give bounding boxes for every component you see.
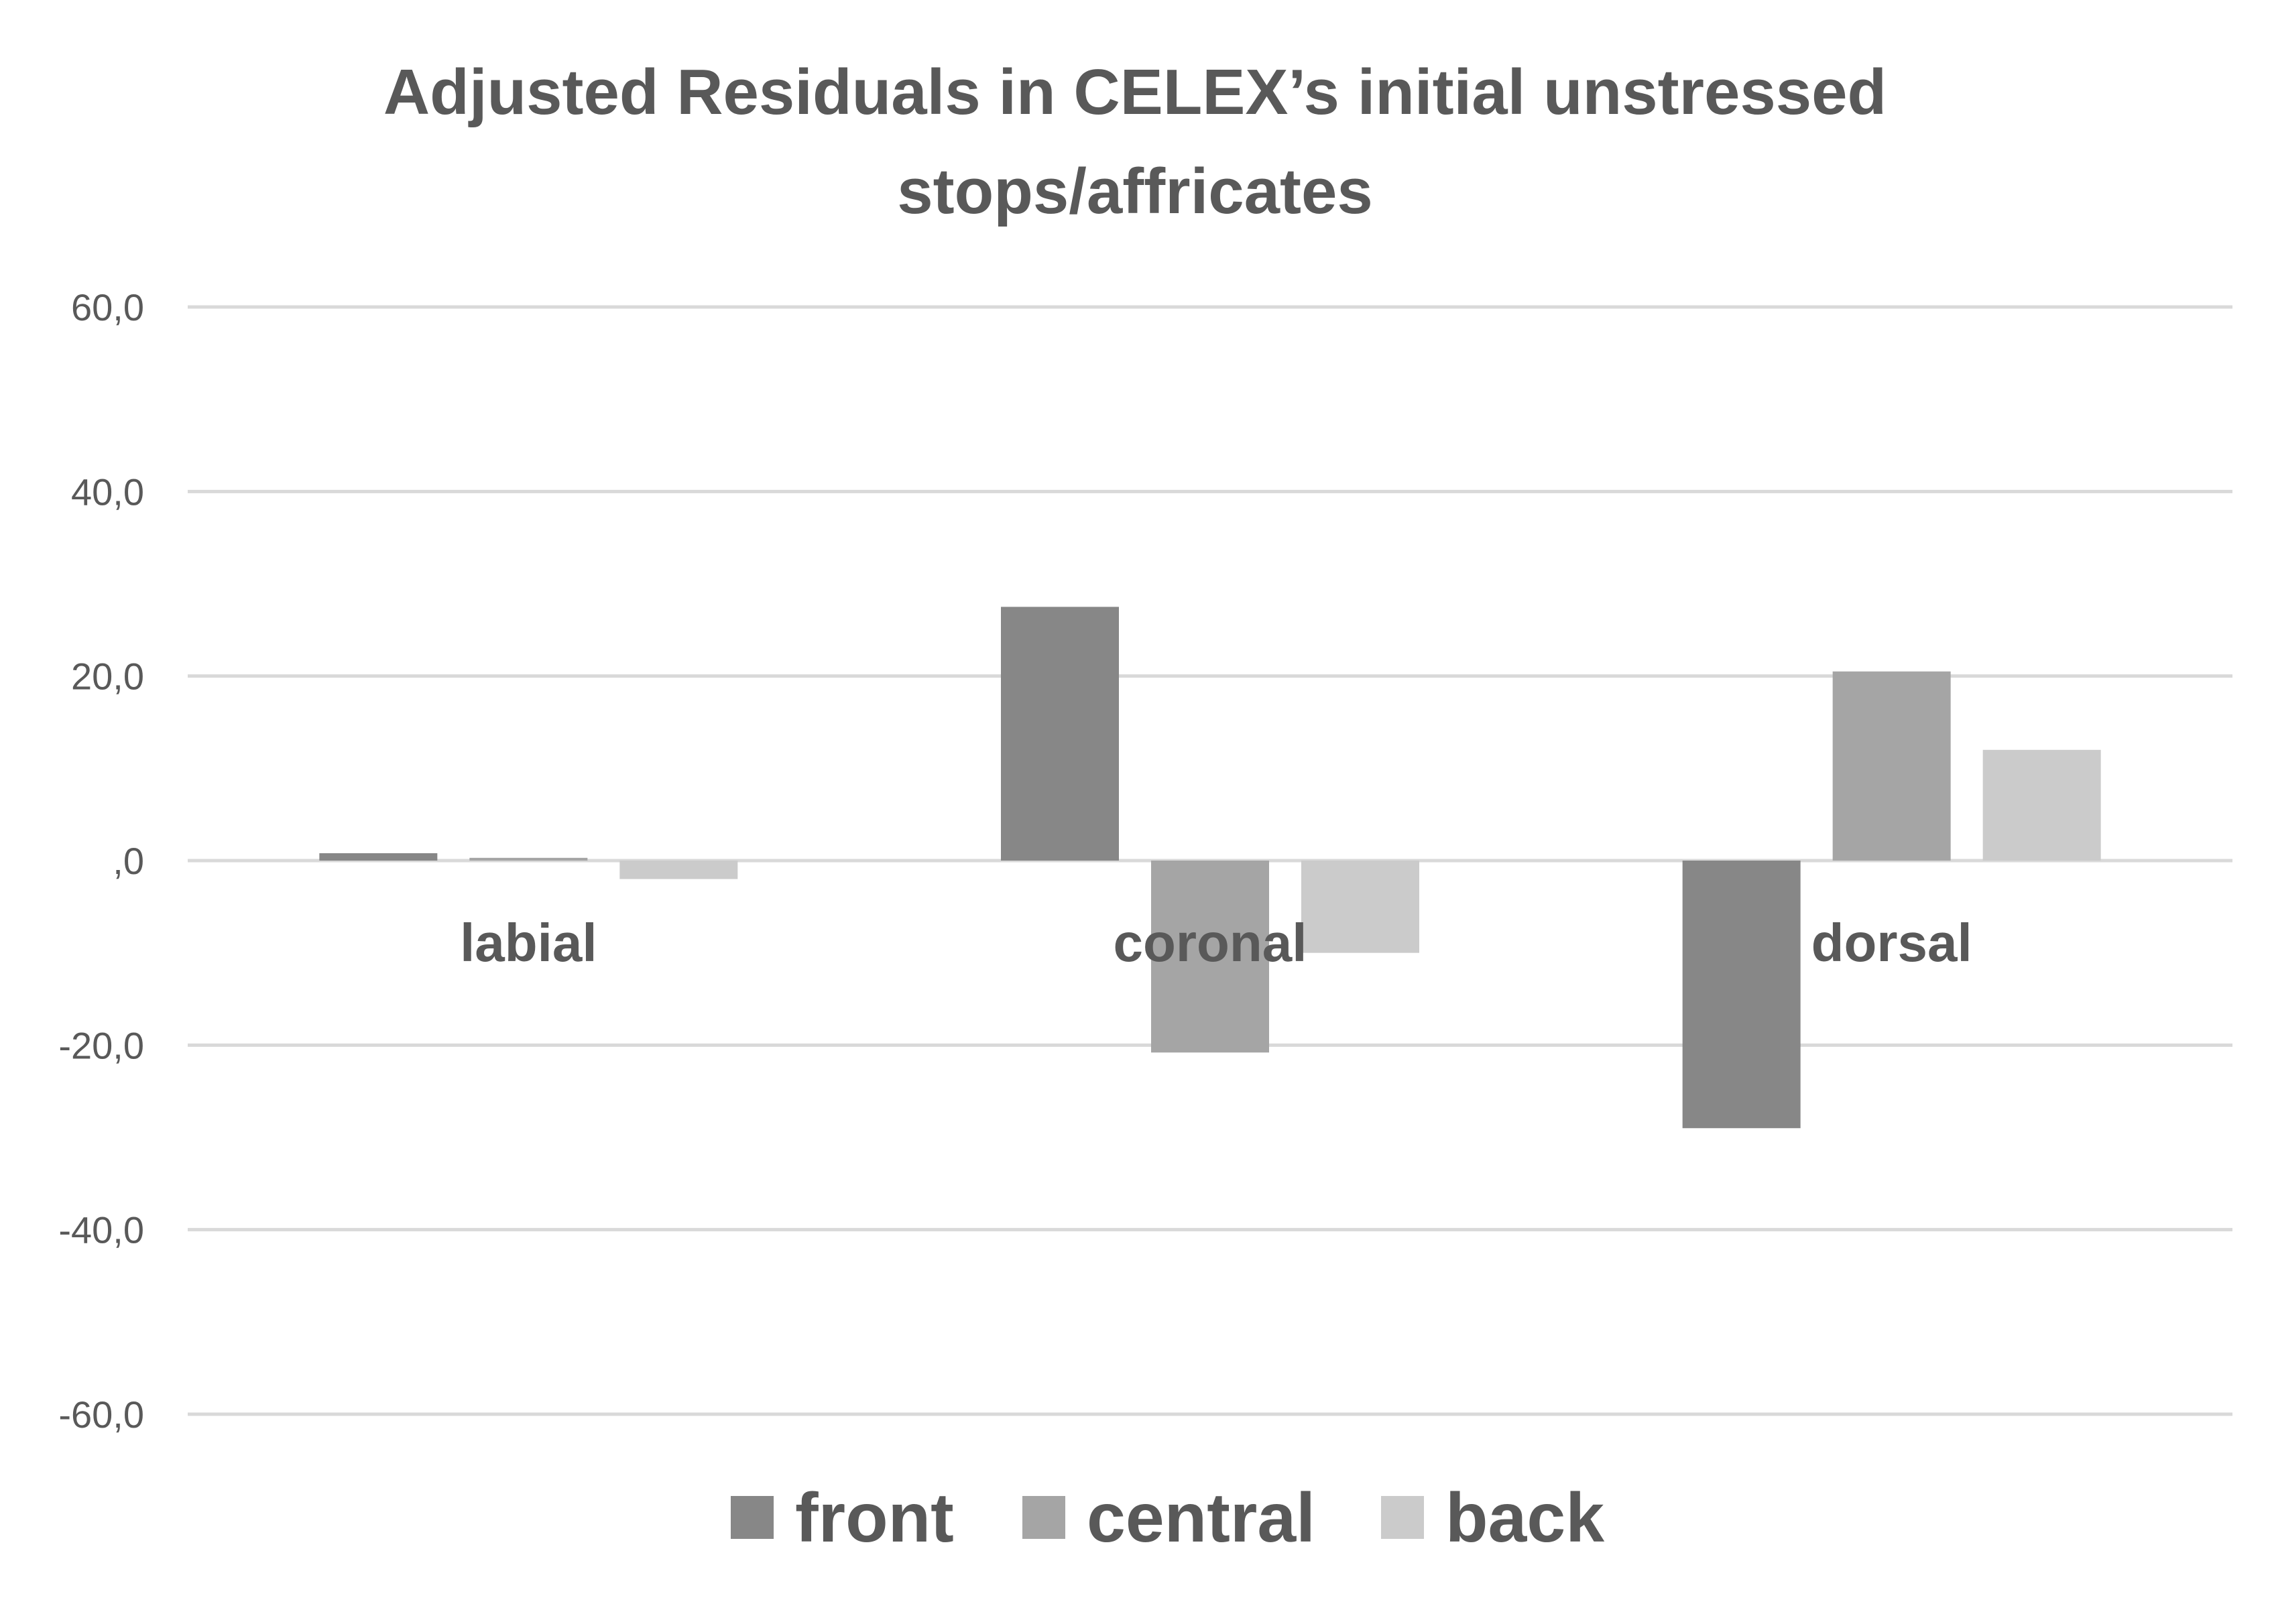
category-label-coronal: coronal xyxy=(1114,913,1307,973)
y-tick-label: -20,0 xyxy=(58,1024,144,1066)
legend-swatch-back xyxy=(1381,1496,1424,1539)
y-tick-label: 60,0 xyxy=(71,286,144,328)
y-tick-label: 20,0 xyxy=(71,655,144,698)
legend-swatch-central xyxy=(1022,1496,1065,1539)
category-label-dorsal: dorsal xyxy=(1811,913,1972,973)
bar-back-dorsal xyxy=(1982,749,2101,861)
bar-front-labial xyxy=(319,853,438,861)
chart-title-line-2: stops/affricates xyxy=(897,155,1373,227)
bar-back-labial xyxy=(619,861,738,879)
chart-title: Adjusted Residuals in CELEX’s initial un… xyxy=(383,56,1887,227)
bar-central-coronal xyxy=(1151,861,1269,1053)
y-tick-label: 40,0 xyxy=(71,471,144,513)
bar-front-dorsal xyxy=(1682,861,1801,1129)
legend-label-back: back xyxy=(1445,1479,1604,1557)
legend: front central back xyxy=(731,1479,1604,1557)
y-tick-label: ,0 xyxy=(113,840,144,882)
legend-label-central: central xyxy=(1087,1479,1315,1557)
category-labels: labial coronal dorsal xyxy=(460,913,1972,973)
y-axis-tick-labels: 60,0 40,0 20,0 ,0 -20,0 -40,0 -60,0 xyxy=(58,286,144,1436)
chart-title-line-1: Adjusted Residuals in CELEX’s initial un… xyxy=(383,56,1887,128)
bar-back-coronal xyxy=(1301,861,1419,953)
bar-central-labial xyxy=(469,857,588,861)
legend-label-front: front xyxy=(795,1479,954,1557)
y-tick-label: -60,0 xyxy=(58,1393,144,1436)
legend-swatch-front xyxy=(731,1496,774,1539)
y-tick-label: -40,0 xyxy=(58,1209,144,1251)
bar-front-coronal xyxy=(1001,607,1119,861)
bar-central-dorsal xyxy=(1832,671,1951,861)
category-label-labial: labial xyxy=(460,913,597,973)
bars xyxy=(319,607,2101,1129)
